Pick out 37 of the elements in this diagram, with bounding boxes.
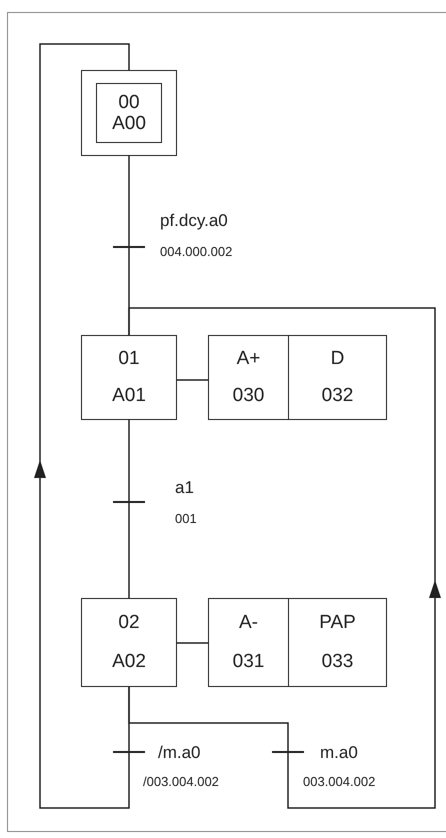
step-label: 02 [118, 612, 140, 634]
transition-condition: a1 [175, 479, 194, 496]
transition-condition: m.a0 [320, 744, 358, 761]
step-box [81, 335, 177, 420]
step-label: A00 [112, 113, 146, 134]
connector-line [177, 642, 208, 644]
step-label: A01 [112, 385, 146, 408]
action-box [288, 335, 387, 420]
step-label: 031 [232, 651, 264, 674]
step-label: 032 [322, 385, 354, 408]
step-label: A+ [236, 348, 260, 370]
transition-code: /003.004.002 [143, 775, 219, 788]
connector-line [128, 156, 130, 246]
step-label: D [330, 348, 344, 370]
connector-line [177, 379, 208, 381]
step-label: 01 [118, 348, 140, 370]
action-box [208, 335, 289, 420]
connector-line [128, 503, 130, 598]
action-box [288, 598, 387, 687]
transition-code: 001 [175, 512, 197, 525]
connector-line [128, 687, 289, 751]
step-label: A- [239, 612, 258, 634]
transition-code: 003.004.002 [303, 775, 376, 788]
transition-condition: /m.a0 [158, 744, 201, 761]
initial-step-box [81, 70, 177, 156]
connector-line [128, 420, 130, 501]
arrow [34, 43, 130, 809]
step-label: A02 [112, 651, 146, 674]
arrow [128, 307, 441, 809]
step-label: 00 [118, 92, 140, 113]
step-label: 030 [232, 385, 264, 408]
step-box [81, 598, 177, 687]
step-label: PAP [319, 612, 356, 634]
transition-code: 004.000.002 [160, 245, 232, 258]
action-box [208, 598, 289, 687]
step-label: 033 [322, 651, 354, 674]
transition-condition: pf.dcy.a0 [160, 212, 228, 229]
